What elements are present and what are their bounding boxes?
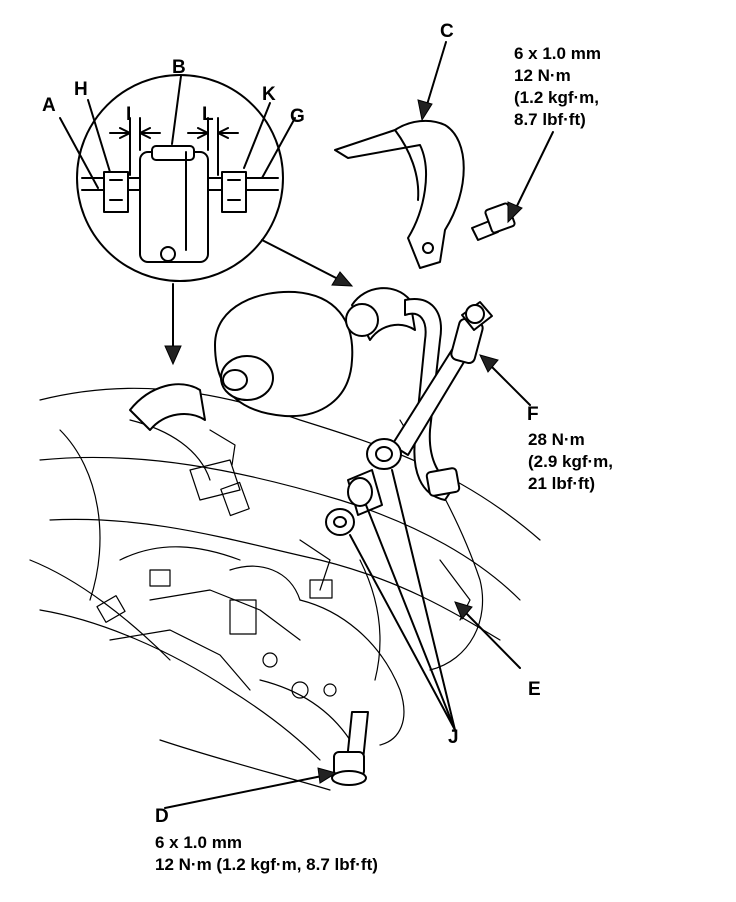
spec-c-line3: (1.2 kgf·m, [514, 88, 599, 107]
part-labels: A H I B L K G C F E J D [42, 21, 541, 827]
label-e: E [528, 679, 541, 700]
label-c: C [440, 21, 454, 42]
stabilizer-link-f [391, 301, 493, 456]
torque-spec-f: 28 N·m (2.9 kgf·m, 21 lbf·ft) [528, 430, 613, 493]
spec-d-line2: 12 N·m (1.2 kgf·m, 8.7 lbf·ft) [155, 855, 378, 874]
label-g: G [290, 106, 305, 127]
spec-d-line1: 6 x 1.0 mm [155, 833, 242, 852]
bracket-bolt [471, 202, 516, 241]
label-b: B [172, 57, 186, 78]
label-a: A [42, 95, 56, 116]
mounting-bolt-d [331, 711, 369, 786]
damper-housing [214, 290, 354, 418]
label-l: L [202, 104, 214, 125]
inset-arrows [164, 239, 354, 366]
torque-spec-c: 6 x 1.0 mm 12 N·m (1.2 kgf·m, 8.7 lbf·ft… [514, 44, 601, 129]
spec-c-line4: 8.7 lbf·ft) [514, 110, 586, 129]
label-j: J [448, 727, 459, 748]
spec-f-line1: 28 N·m [528, 430, 585, 449]
spec-f-line2: (2.9 kgf·m, [528, 452, 613, 471]
inset-detail-circle [76, 74, 284, 282]
engine-background [29, 387, 541, 791]
spec-f-line3: 21 lbf·ft) [528, 474, 595, 493]
label-i: I [126, 104, 131, 125]
label-h: H [74, 79, 88, 100]
leader-lines [59, 41, 554, 809]
bushings-j [325, 438, 402, 536]
spec-c-line1: 6 x 1.0 mm [514, 44, 601, 63]
label-f: F [527, 404, 539, 425]
torque-spec-d: 6 x 1.0 mm 12 N·m (1.2 kgf·m, 8.7 lbf·ft… [155, 833, 378, 874]
spec-c-line2: 12 N·m [514, 66, 571, 85]
label-d: D [155, 806, 169, 827]
bracket-c [334, 119, 465, 269]
label-k: K [262, 84, 276, 105]
